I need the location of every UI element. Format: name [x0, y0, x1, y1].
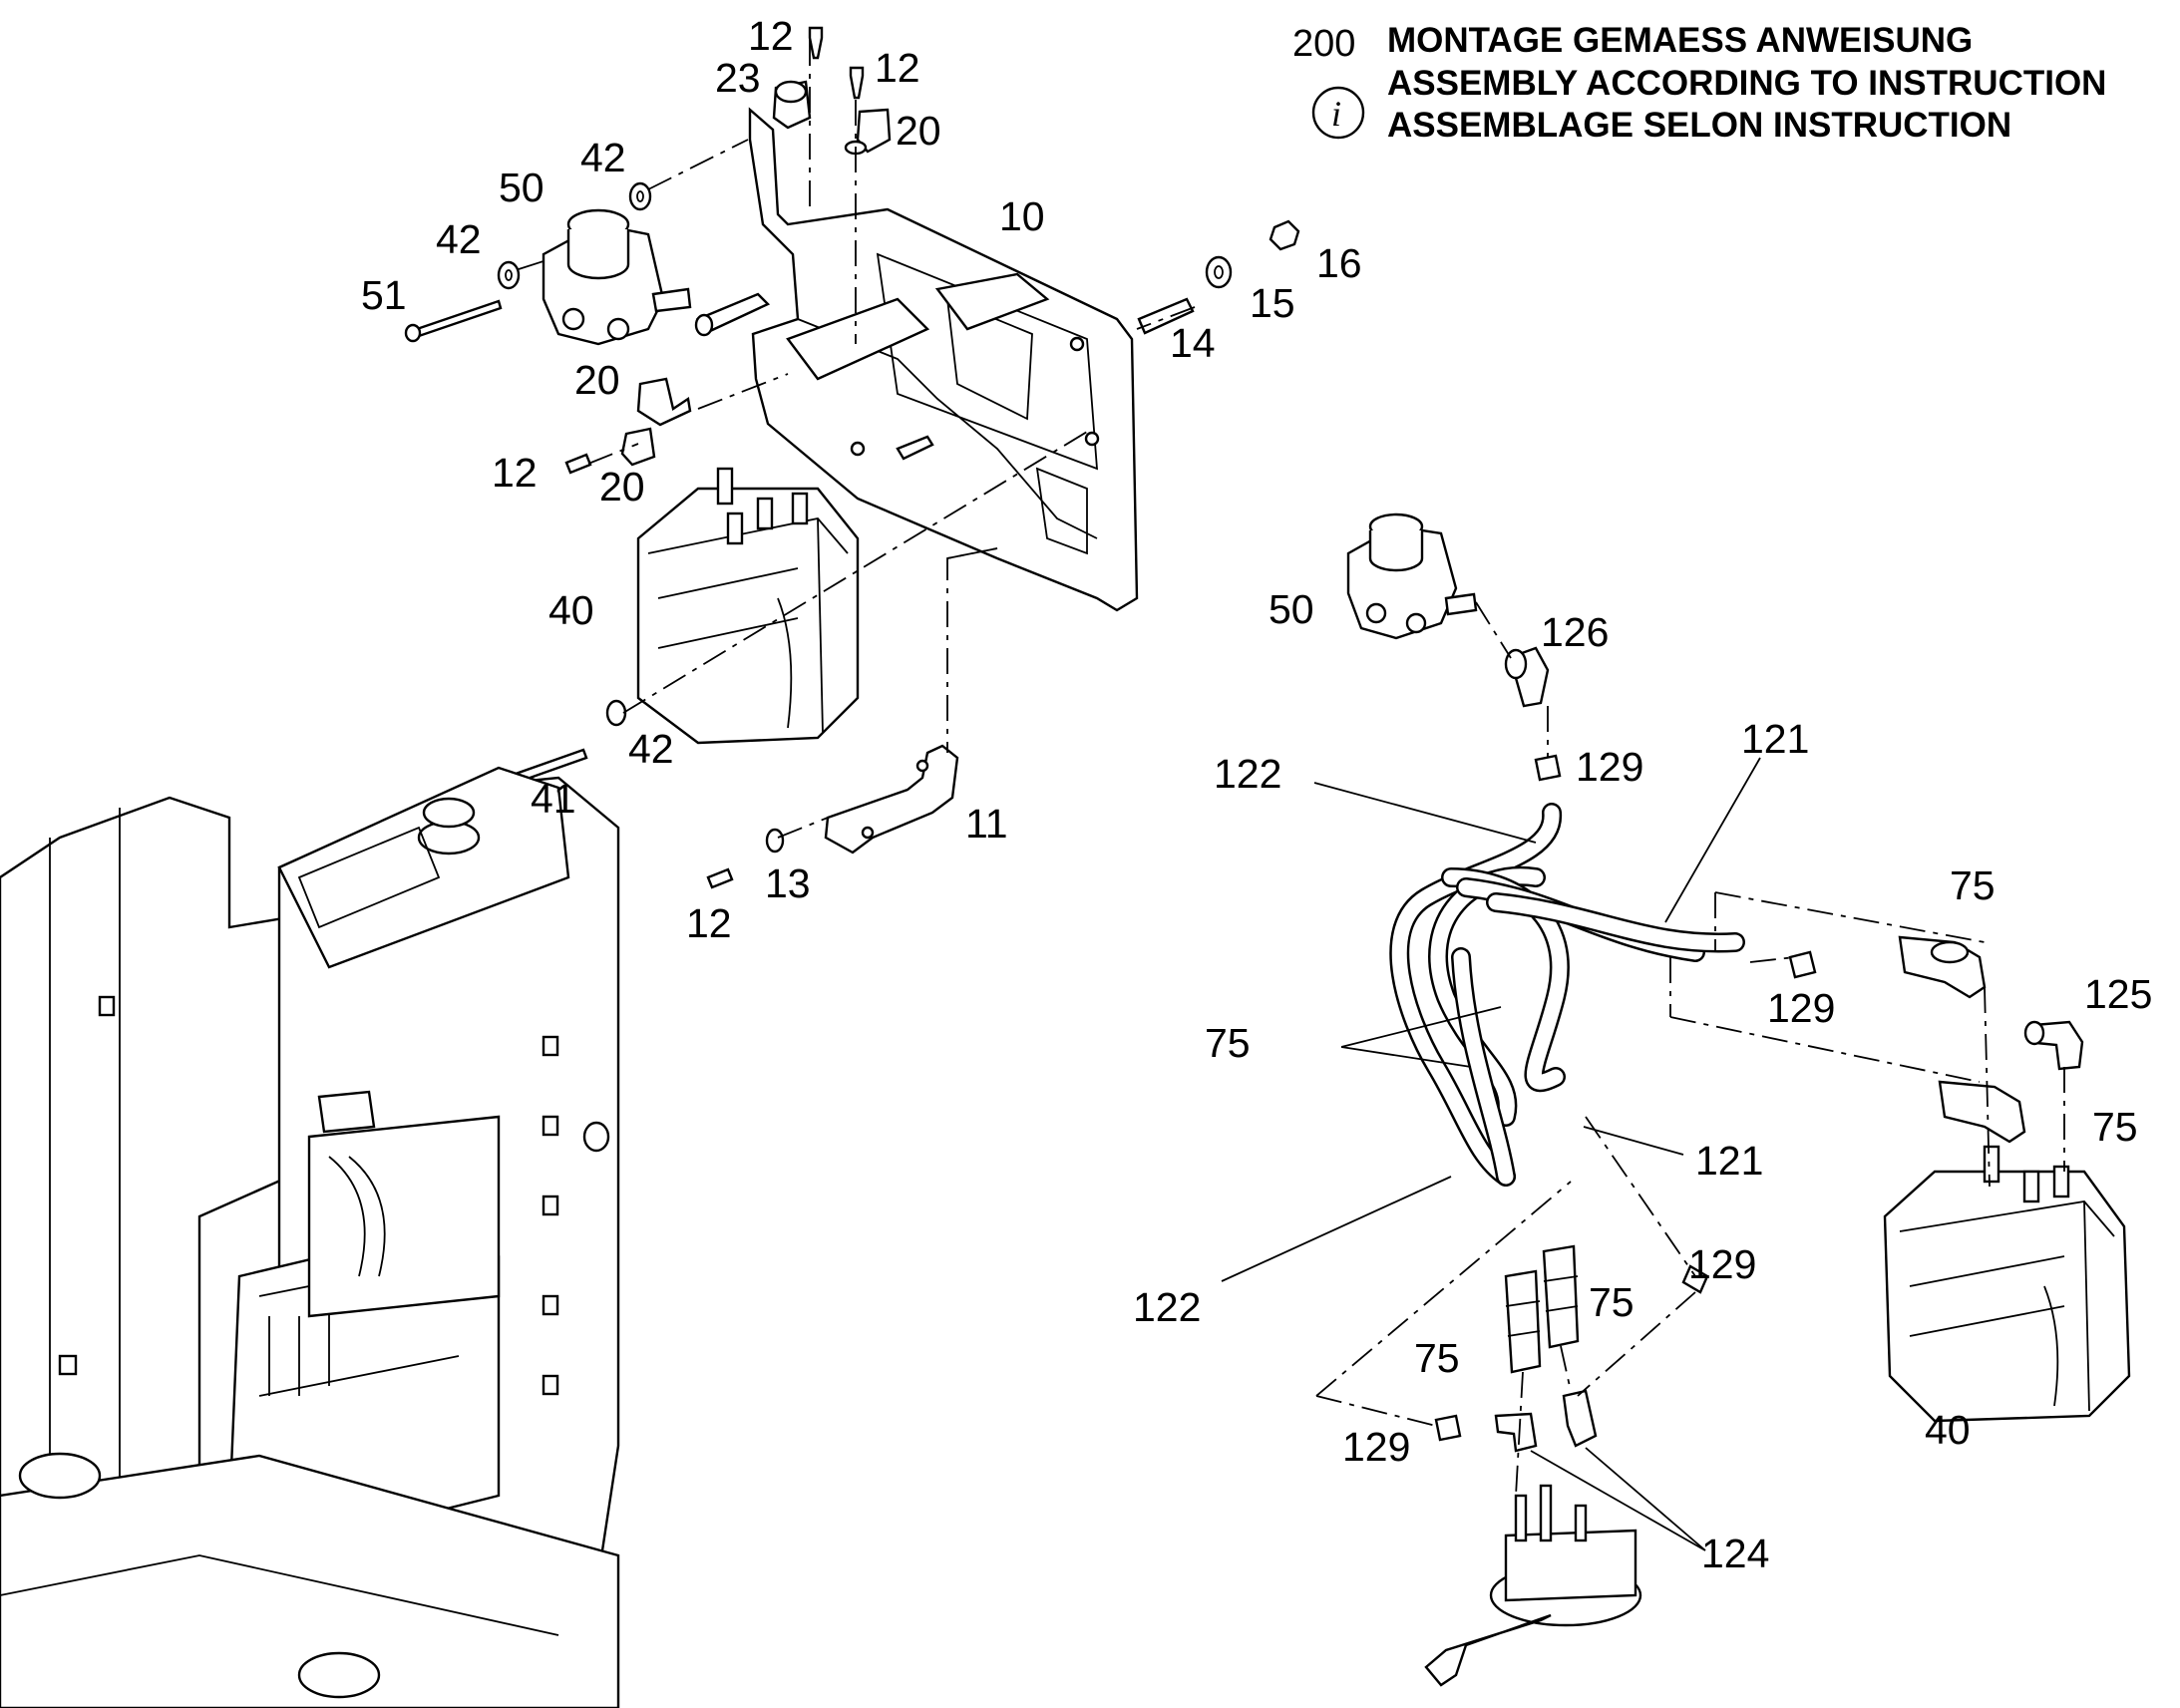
- callout-label: 16: [1316, 240, 1362, 286]
- callout-label: 129: [1688, 1241, 1756, 1287]
- callout-label: 12: [492, 450, 538, 496]
- callout-label: 13: [765, 860, 811, 906]
- level-sensor: [1424, 1484, 1642, 1687]
- info-icon-glyph: i: [1331, 94, 1341, 134]
- callout-label: 122: [1214, 751, 1281, 797]
- washer: [765, 828, 785, 854]
- callout-label: 121: [1695, 1138, 1763, 1184]
- leader-lines: [1221, 757, 1761, 1551]
- callout-label: 20: [574, 357, 620, 403]
- hose-clip: [1681, 1264, 1709, 1294]
- stud: [1137, 297, 1195, 335]
- callout-label: 14: [1170, 320, 1216, 366]
- sleeve: [772, 80, 812, 130]
- callout-label: 23: [715, 55, 761, 101]
- callout-label: 129: [1342, 1424, 1410, 1470]
- pump-unit: [636, 467, 860, 745]
- callout-label: 124: [1701, 1531, 1769, 1576]
- callout-label: 125: [2084, 971, 2152, 1017]
- callout-label: 20: [896, 108, 941, 154]
- machine-frame: [0, 766, 620, 1708]
- quick-connector: [1898, 935, 1987, 999]
- info-icon: i: [1311, 86, 1365, 140]
- callout-labels: 12 12 23 20 42 50 42 51 10 16 15 14 20 1…: [361, 13, 2152, 1576]
- mounting-bracket: [748, 107, 1139, 612]
- callout-label: 50: [1269, 586, 1314, 632]
- sleeve: [620, 427, 656, 467]
- quick-connector: [1938, 1080, 2026, 1144]
- callout-label: 129: [1767, 985, 1835, 1031]
- note-line-german: MONTAGE GEMAESS ANWEISUNG: [1387, 21, 1973, 60]
- note-number: 200: [1292, 23, 1355, 65]
- callout-label: 42: [436, 216, 482, 262]
- bracket-pin: [896, 435, 934, 461]
- screw: [706, 867, 734, 889]
- callout-label: 15: [1250, 280, 1295, 326]
- callout-label: 42: [628, 726, 674, 772]
- assembly-note: 200 MONTAGE GEMAESS ANWEISUNG ASSEMBLY A…: [1292, 21, 2106, 145]
- elbow-fitting: [1562, 1389, 1598, 1448]
- screw: [564, 453, 592, 475]
- quick-connector: [1504, 1269, 1542, 1374]
- callout-label: 51: [361, 272, 407, 318]
- screw: [808, 26, 824, 60]
- note-line-english: ASSEMBLY ACCORDING TO INSTRUCTION: [1387, 64, 2106, 103]
- callout-label: 12: [686, 900, 732, 946]
- callout-label: 40: [548, 587, 594, 633]
- callout-label: 11: [965, 801, 1008, 847]
- callout-label: 40: [1925, 1407, 1971, 1453]
- quick-connector: [1542, 1244, 1580, 1349]
- callout-label: 75: [1414, 1335, 1460, 1381]
- screw: [849, 66, 865, 100]
- clamp: [636, 377, 692, 427]
- small-bracket: [824, 744, 959, 854]
- elbow-fitting: [2023, 1020, 2084, 1071]
- hose-clip: [1788, 950, 1817, 979]
- solenoid-valve: [542, 208, 692, 346]
- callout-label: 126: [1541, 609, 1609, 655]
- bracket-pin: [694, 292, 771, 337]
- elbow-fitting: [1494, 1412, 1538, 1453]
- elbow-fitting: [1504, 646, 1550, 708]
- callout-label: 75: [2092, 1104, 2138, 1150]
- pump-unit: [1883, 1145, 2131, 1423]
- callout-label: 122: [1133, 1284, 1201, 1330]
- callout-label: 10: [999, 193, 1045, 239]
- callout-label: 20: [599, 464, 645, 510]
- note-line-french: ASSEMBLAGE SELON INSTRUCTION: [1387, 106, 2011, 145]
- washer: [497, 260, 521, 290]
- hose-clip: [1534, 754, 1562, 782]
- callout-label: 75: [1589, 1279, 1635, 1325]
- hose-clip: [1434, 1414, 1462, 1442]
- washer: [628, 181, 652, 211]
- callout-label: 75: [1950, 862, 1996, 908]
- callout-label: 42: [580, 135, 626, 180]
- washer: [1205, 255, 1233, 289]
- callout-label: 129: [1576, 744, 1643, 790]
- nut: [1269, 219, 1300, 251]
- callout-label: 12: [748, 13, 794, 59]
- callout-label: 41: [531, 776, 576, 822]
- callout-label: 50: [499, 165, 545, 210]
- callout-label: 12: [875, 45, 920, 91]
- callout-label: 121: [1741, 716, 1809, 762]
- clamp: [844, 108, 892, 156]
- hose-bundle: [1389, 803, 1745, 1187]
- solenoid-valve: [1346, 512, 1478, 640]
- bolt-long: [404, 299, 503, 343]
- washer: [605, 699, 627, 727]
- callout-label: 75: [1205, 1020, 1251, 1066]
- assembly-centerlines: [518, 40, 2065, 1497]
